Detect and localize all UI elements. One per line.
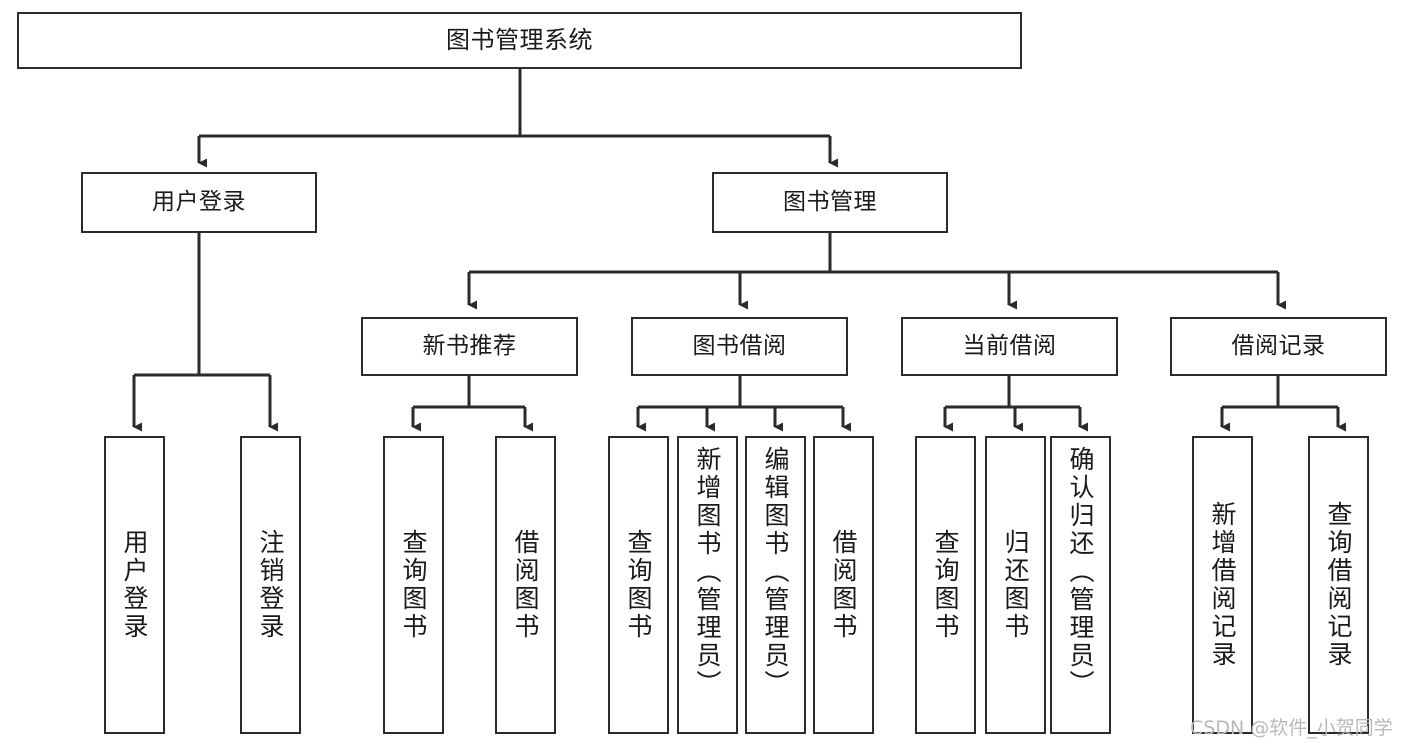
node-label: 归还图书 (1001, 529, 1030, 641)
node-label: 注销登录 (256, 529, 285, 641)
leaf-user-login-login[interactable]: 用户登录 (104, 436, 165, 734)
leaf-book-borrow-borrow-book[interactable]: 借阅图书 (813, 436, 874, 734)
node-label: 图书管理 (783, 188, 877, 215)
leaf-current-borrow-return-book[interactable]: 归还图书 (985, 436, 1046, 734)
node-label: 查询借阅记录 (1324, 501, 1353, 669)
leaf-borrow-record-add-record[interactable]: 新增借阅记录 (1192, 436, 1253, 734)
node-label: 新增借阅记录 (1208, 501, 1237, 669)
node-label: 图书管理系统 (446, 26, 593, 55)
node-book-borrow[interactable]: 图书借阅 (631, 317, 848, 376)
node-new-book-recommend[interactable]: 新书推荐 (361, 317, 578, 376)
node-label: 借阅记录 (1231, 332, 1326, 359)
node-label: 用户登录 (152, 188, 246, 215)
node-borrow-record[interactable]: 借阅记录 (1170, 317, 1387, 376)
node-label: 用户登录 (120, 529, 149, 641)
node-label: 图书借阅 (692, 332, 787, 359)
leaf-current-borrow-query-book[interactable]: 查询图书 (915, 436, 976, 734)
node-label: 当前借阅 (962, 332, 1057, 359)
node-label: 编辑图书（管理员） (761, 446, 790, 698)
leaf-book-borrow-query-book[interactable]: 查询图书 (608, 436, 669, 734)
leaf-new-book-query-book[interactable]: 查询图书 (383, 436, 444, 734)
node-user-login[interactable]: 用户登录 (81, 172, 317, 233)
node-label: 确认归还（管理员） (1066, 446, 1095, 698)
leaf-book-borrow-add-book-admin[interactable]: 新增图书（管理员） (677, 436, 738, 734)
node-label: 借阅图书 (829, 529, 858, 641)
leaf-borrow-record-query-record[interactable]: 查询借阅记录 (1308, 436, 1369, 734)
leaf-book-borrow-edit-book-admin[interactable]: 编辑图书（管理员） (745, 436, 806, 734)
node-label: 新书推荐 (422, 332, 517, 359)
node-label: 查询图书 (399, 529, 428, 641)
node-label: 新增图书（管理员） (693, 446, 722, 698)
node-book-management[interactable]: 图书管理 (712, 172, 948, 233)
node-root-book-management-system[interactable]: 图书管理系统 (17, 12, 1022, 69)
leaf-new-book-borrow-book[interactable]: 借阅图书 (495, 436, 556, 734)
leaf-current-borrow-confirm-return-admin[interactable]: 确认归还（管理员） (1050, 436, 1111, 734)
node-label: 查询图书 (931, 529, 960, 641)
node-label: 查询图书 (624, 529, 653, 641)
node-current-borrow[interactable]: 当前借阅 (901, 317, 1118, 376)
csdn-watermark: CSDN @软件_小贺同学 (1190, 717, 1393, 739)
node-label: 借阅图书 (511, 529, 540, 641)
leaf-user-login-logout[interactable]: 注销登录 (240, 436, 301, 734)
